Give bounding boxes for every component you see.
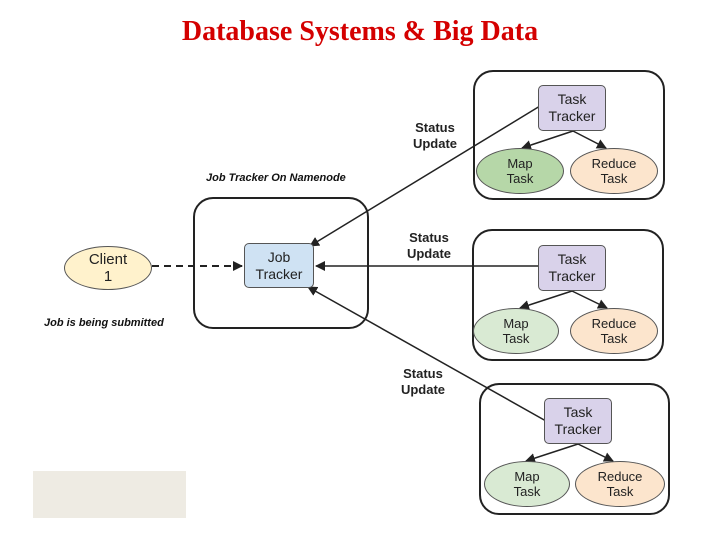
status-arrow-1 — [309, 105, 541, 247]
slide-title: Database Systems & Big Data — [181, 16, 539, 47]
placeholder-panel — [33, 471, 186, 518]
status-arrow-3 — [307, 286, 547, 422]
job-tracker-caption: Job Tracker On Namenode — [206, 172, 346, 184]
submit-caption: Job is being submitted — [44, 317, 164, 329]
